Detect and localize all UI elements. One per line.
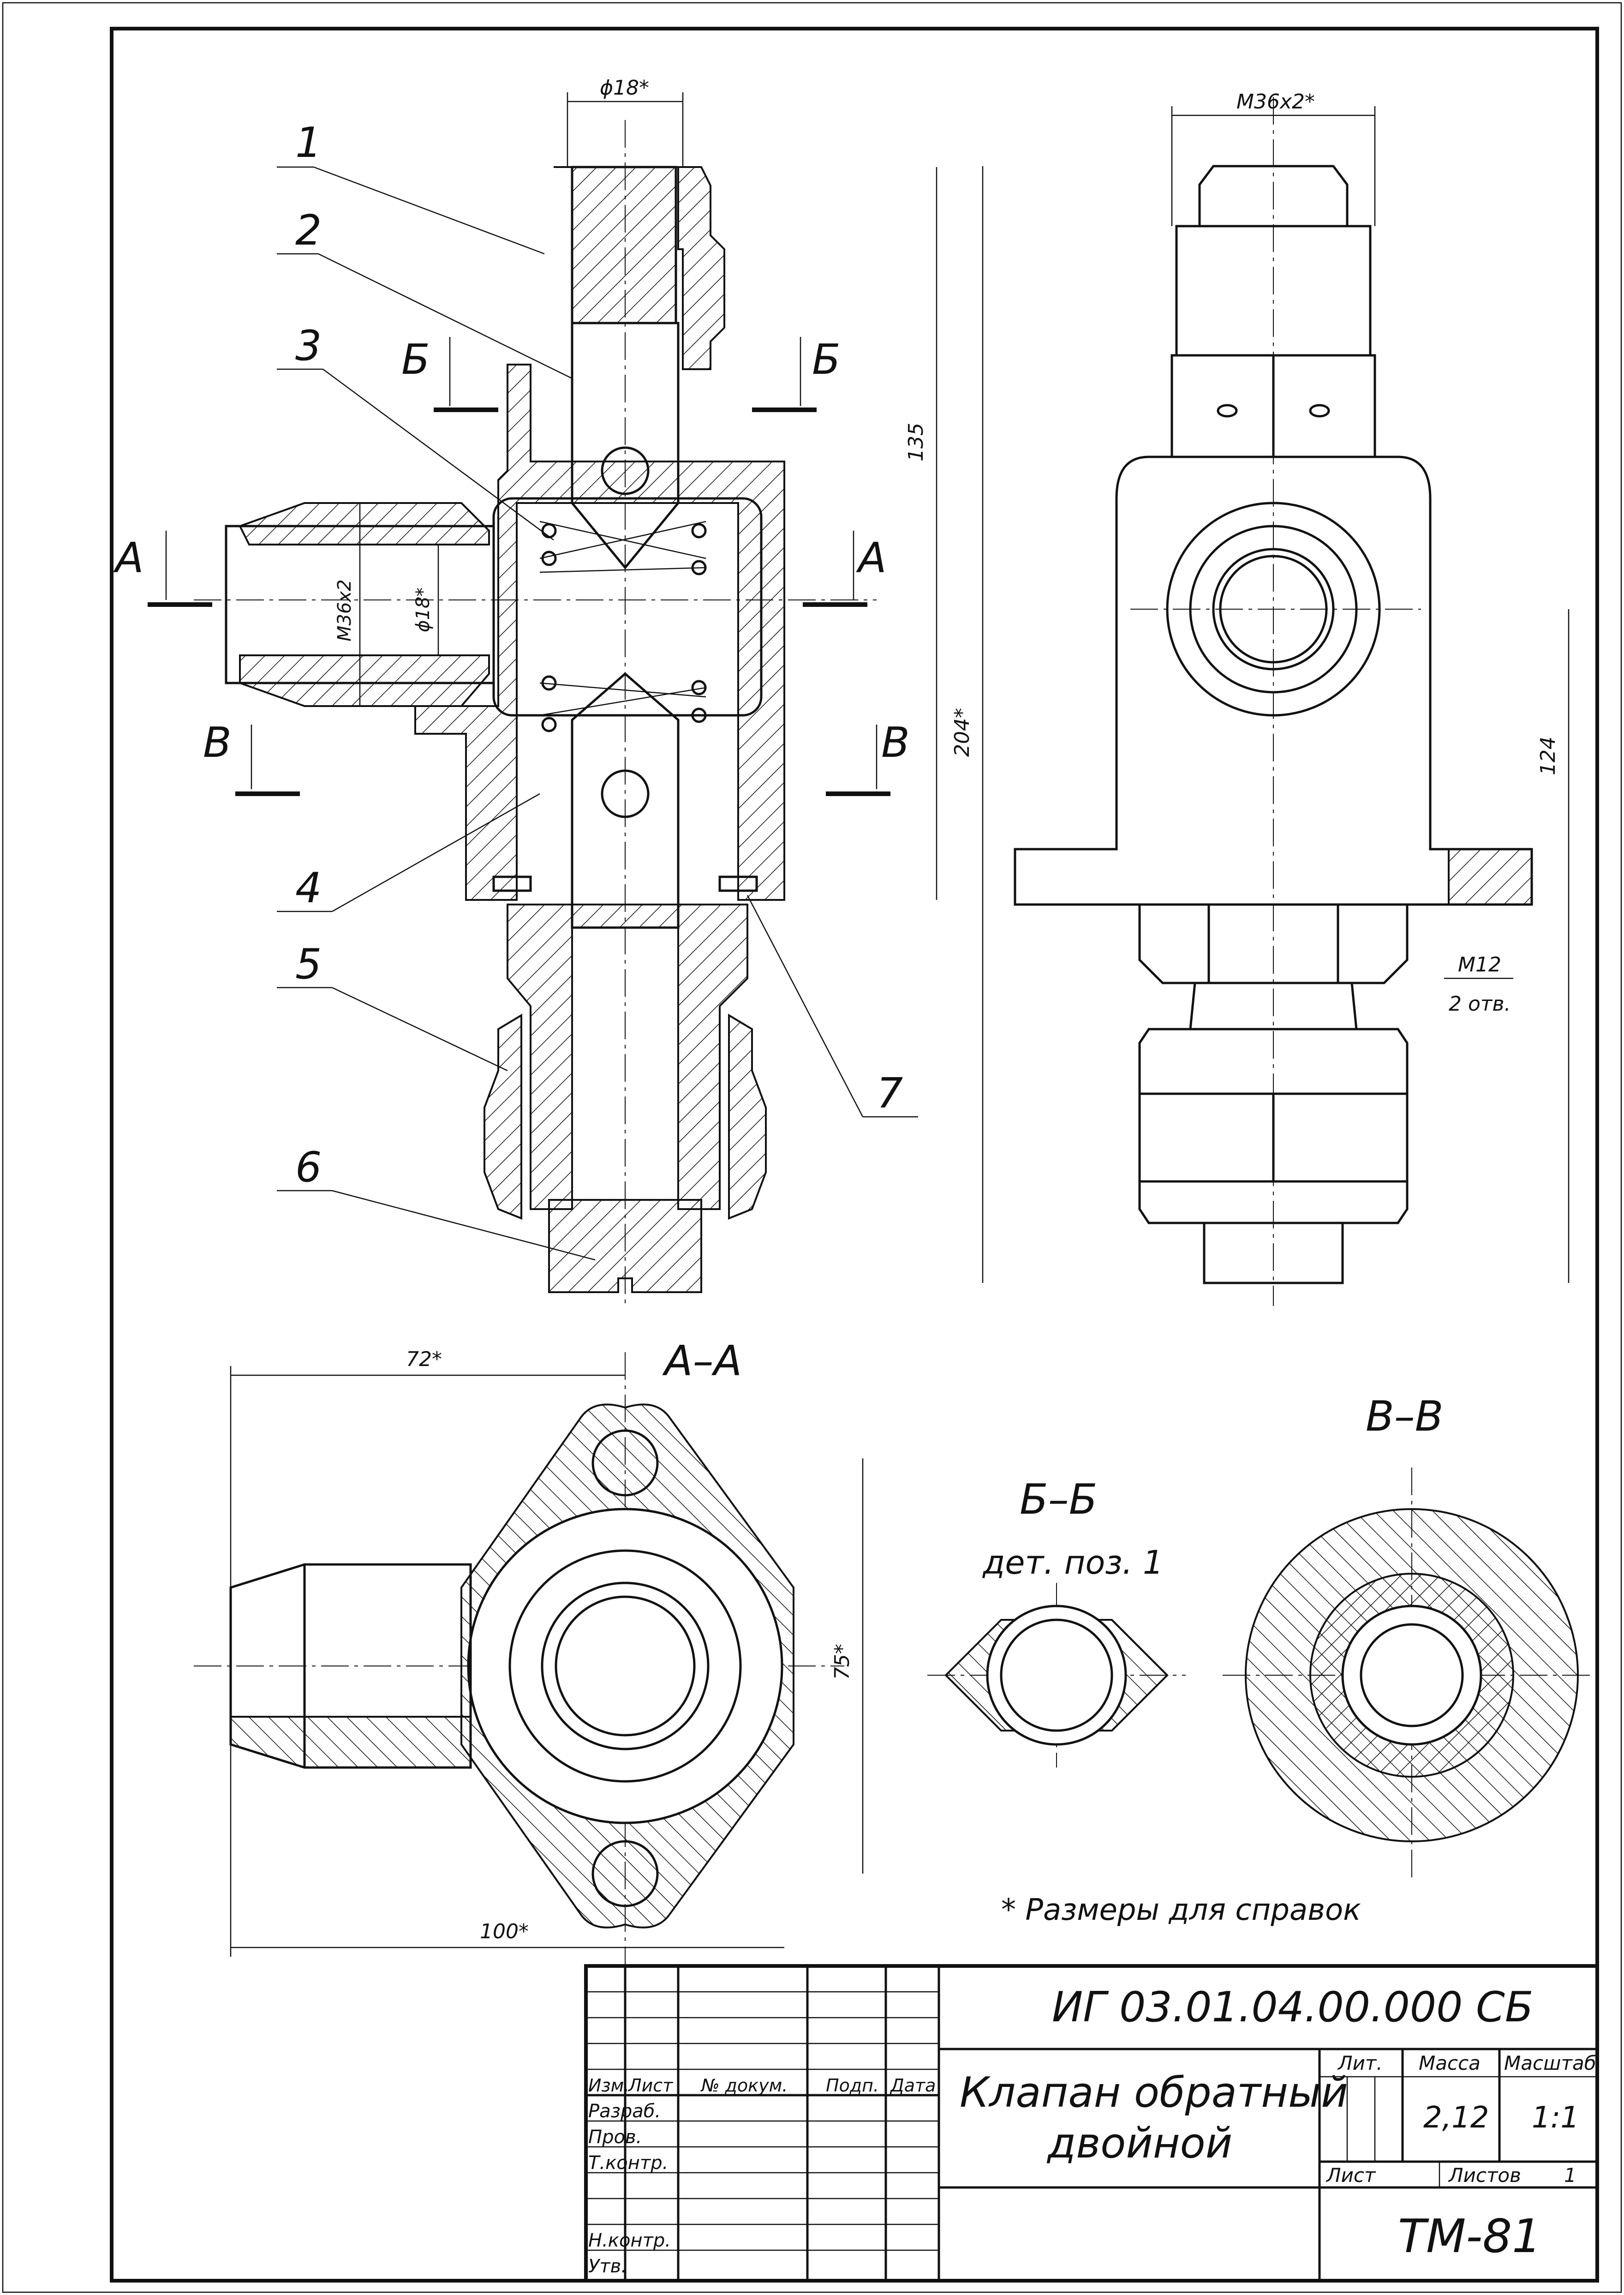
cut-b-left: Б [401, 336, 430, 384]
hdr-date: Дата [890, 2075, 936, 2096]
tb-sheets-value: 1 [1564, 2164, 1576, 2187]
front-section-view [194, 120, 877, 1306]
section-bb: Б–Б дет. поз. 1 [927, 1475, 1186, 1768]
section-vv: В–В [1223, 1392, 1596, 1883]
tb-name-line1: Клапан обратный [960, 2068, 1348, 2117]
leader-5: 5 [295, 940, 322, 989]
title-block: Изм. Лист № докум. Подп. Дата Разраб. Пр… [584, 1964, 1599, 2283]
role-razrab: Разраб. [588, 2101, 661, 2122]
front-dimensions: ϕ18* 135 M36x2 ϕ18* [334, 76, 937, 900]
tb-mass-label: Масса [1419, 2052, 1481, 2074]
leader-2: 2 [295, 206, 322, 255]
tb-sheet-label: Лист [1325, 2164, 1376, 2187]
side-view [1014, 97, 1533, 1306]
tb-mass-value: 2,12 [1423, 2101, 1489, 2135]
dim-204: 204* [950, 708, 974, 757]
tb-scale-value: 1:1 [1532, 2101, 1579, 2135]
dim-m36-top: M36x2* [1236, 90, 1315, 114]
dim-m36-side: M36x2 [334, 579, 355, 641]
hdr-izm: Изм. [588, 2075, 629, 2096]
dim-124: 124 [1536, 737, 1560, 775]
leader-4: 4 [295, 864, 322, 912]
tb-group: ТМ-81 [1398, 2209, 1541, 2263]
role-nkontr: Н.контр. [588, 2230, 671, 2251]
cut-v-right: В [881, 719, 910, 767]
section-aa: А–А 72* 75* 100* [194, 1337, 864, 1966]
side-dimensions: M36x2* 204* 124 M12 2 отв. [950, 90, 1570, 1283]
dim-100: 100* [480, 1920, 529, 1943]
dim-d18-top: ϕ18* [600, 76, 649, 100]
title-section-aa: А–А [662, 1337, 742, 1385]
tb-name-line2: двойной [1046, 2119, 1232, 2168]
tb-sheets-label: Листов [1448, 2164, 1521, 2187]
hdr-list: Лист [627, 2075, 674, 2096]
cut-markers: Б Б А А В В [113, 336, 910, 796]
tb-scale-label: Масштаб [1504, 2052, 1596, 2074]
dim-135: 135 [904, 423, 928, 461]
reference-note: * Размеры для справок [1001, 1893, 1361, 1927]
leader-3: 3 [295, 322, 322, 370]
title-section-vv: В–В [1366, 1392, 1444, 1441]
section-bb-note: дет. поз. 1 [982, 1544, 1164, 1582]
leader-1: 1 [295, 119, 322, 167]
title-section-bb: Б–Б [1020, 1475, 1098, 1524]
dim-holes: 2 отв. [1449, 992, 1511, 1016]
cut-b-right: Б [812, 336, 841, 384]
dim-72: 72* [406, 1348, 442, 1371]
role-utv: Утв. [588, 2256, 627, 2277]
tb-lit-label: Лит. [1337, 2052, 1383, 2074]
cut-a-right: А [856, 534, 887, 582]
leader-6: 6 [295, 1143, 322, 1192]
hdr-sign: Подп. [826, 2075, 879, 2096]
dim-m12: M12 [1458, 953, 1501, 977]
dim-75: 75* [830, 1644, 854, 1680]
part-leaders: 1 2 3 4 5 6 7 [277, 119, 918, 1261]
role-tkontr: Т.контр. [588, 2152, 668, 2174]
cut-a-left: А [113, 534, 144, 582]
role-prov: Пров. [588, 2127, 642, 2148]
dim-d18-side: ϕ18* [412, 587, 434, 632]
leader-7: 7 [877, 1069, 903, 1118]
tb-code: ИГ 03.01.04.00.000 СБ [1052, 1983, 1534, 2031]
hdr-doc: № докум. [700, 2075, 788, 2096]
cut-v-left: В [203, 719, 232, 767]
